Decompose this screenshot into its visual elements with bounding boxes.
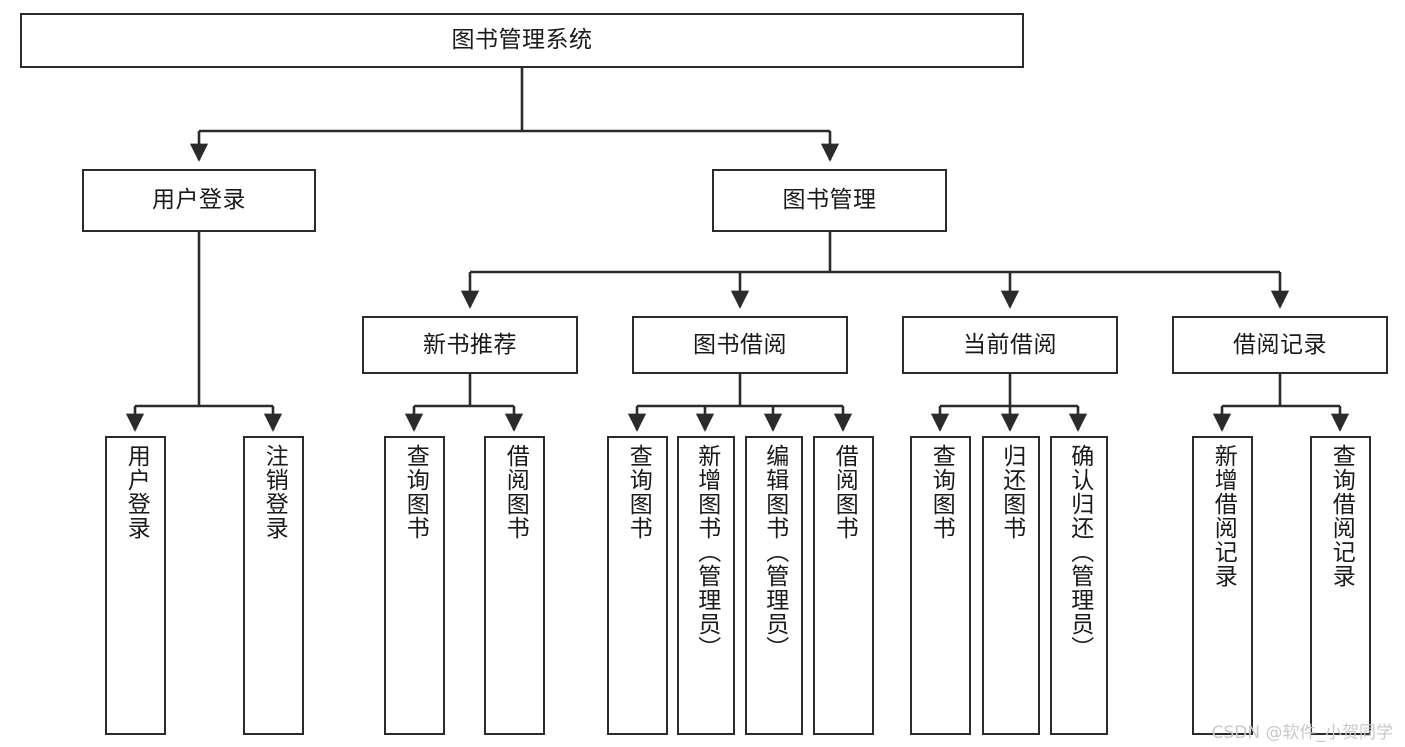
node-user-login-label: 用户登录 — [152, 187, 246, 214]
node-current-borrow-label: 当前借阅 — [963, 331, 1057, 358]
leaf-user-login-signin[interactable]: 用户登录 — [105, 436, 166, 735]
leaf-book-borrow-add[interactable]: 新增图书（管理员） — [677, 436, 735, 735]
node-book-borrow[interactable]: 图书借阅 — [632, 316, 848, 374]
node-borrow-record-label: 借阅记录 — [1233, 331, 1327, 358]
node-root[interactable]: 图书管理系统 — [20, 13, 1024, 68]
leaf-user-login-signin-label: 用户登录 — [123, 444, 150, 540]
node-root-label: 图书管理系统 — [451, 27, 593, 54]
leaf-current-borrow-return[interactable]: 归还图书 — [982, 436, 1040, 735]
node-borrow-record[interactable]: 借阅记录 — [1172, 316, 1388, 374]
leaf-current-borrow-confirm-label: 确认归还（管理员） — [1066, 444, 1093, 660]
leaf-book-borrow-borrow-label: 借阅图书 — [831, 444, 858, 540]
leaf-new-book-query-label: 查询图书 — [402, 444, 429, 540]
leaf-current-borrow-query[interactable]: 查询图书 — [910, 436, 971, 735]
leaf-borrow-record-query[interactable]: 查询借阅记录 — [1310, 436, 1371, 735]
node-book-management-label: 图书管理 — [782, 187, 877, 214]
node-current-borrow[interactable]: 当前借阅 — [902, 316, 1118, 374]
node-user-login[interactable]: 用户登录 — [82, 169, 316, 232]
leaf-new-book-query[interactable]: 查询图书 — [384, 436, 445, 735]
leaf-new-book-borrow-label: 借阅图书 — [502, 444, 529, 540]
leaf-borrow-record-add[interactable]: 新增借阅记录 — [1192, 436, 1253, 735]
leaf-book-borrow-edit-label: 编辑图书（管理员） — [761, 444, 788, 660]
leaf-user-login-signout[interactable]: 注销登录 — [243, 436, 304, 735]
leaf-current-borrow-return-label: 归还图书 — [998, 444, 1025, 540]
leaf-new-book-borrow[interactable]: 借阅图书 — [484, 436, 545, 735]
leaf-book-borrow-edit[interactable]: 编辑图书（管理员） — [745, 436, 803, 735]
leaf-book-borrow-query[interactable]: 查询图书 — [607, 436, 668, 735]
leaf-user-login-signout-label: 注销登录 — [261, 444, 288, 540]
node-book-borrow-label: 图书借阅 — [693, 331, 787, 358]
leaf-book-borrow-borrow[interactable]: 借阅图书 — [813, 436, 874, 735]
node-book-management[interactable]: 图书管理 — [712, 169, 947, 232]
leaf-book-borrow-add-label: 新增图书（管理员） — [693, 444, 720, 660]
leaf-borrow-record-query-label: 查询借阅记录 — [1328, 444, 1355, 588]
watermark: CSDN @软件_小贺同学 — [1211, 723, 1393, 743]
leaf-borrow-record-add-label: 新增借阅记录 — [1210, 444, 1237, 588]
leaf-book-borrow-query-label: 查询图书 — [625, 444, 652, 540]
node-new-book-recommend[interactable]: 新书推荐 — [362, 316, 578, 374]
node-new-book-recommend-label: 新书推荐 — [423, 331, 517, 358]
leaf-current-borrow-confirm[interactable]: 确认归还（管理员） — [1050, 436, 1108, 735]
leaf-current-borrow-query-label: 查询图书 — [928, 444, 955, 540]
